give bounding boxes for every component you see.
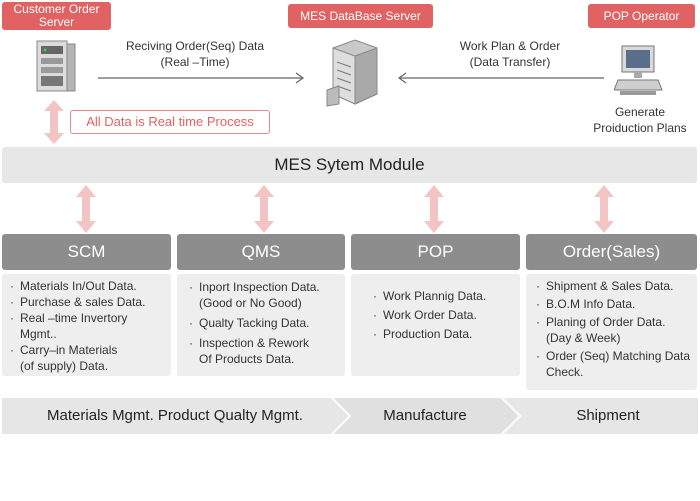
database-server-icon bbox=[326, 39, 378, 107]
scm-panel: Materials In/Out Data. Purchase & sales … bbox=[2, 274, 171, 376]
double-arrow-icon bbox=[254, 185, 274, 233]
mes-system-module-bar: MES Sytem Module bbox=[2, 147, 697, 183]
list-item: Work Plannig Data. bbox=[371, 288, 520, 304]
pop-header: POP bbox=[351, 234, 520, 270]
realtime-note: All Data is Real time Process bbox=[70, 110, 270, 134]
pop-operator-tag: POP Operator bbox=[588, 4, 695, 28]
double-arrow-icon bbox=[424, 185, 444, 233]
list-item: Materials In/Out Data. bbox=[8, 278, 171, 294]
list-item: Inspection & Rework Of Products Data. bbox=[187, 335, 345, 367]
server-rack-icon bbox=[36, 40, 76, 92]
process-flow-bar bbox=[2, 398, 698, 434]
list-item: Shipment & Sales Data. bbox=[534, 278, 697, 294]
double-arrow-icon bbox=[594, 185, 614, 233]
double-arrow-icon bbox=[76, 185, 96, 233]
list-item: B.O.M Info Data. bbox=[534, 296, 697, 312]
list-item: Carry–in Materials (of supply) Data. bbox=[8, 342, 171, 374]
receiving-order-caption: Reciving Order(Seq) Data (Real –Time) bbox=[125, 39, 265, 69]
list-item: Purchase & sales Data. bbox=[8, 294, 171, 310]
generate-plans-caption: Generate Proiduction Plans bbox=[593, 105, 687, 135]
customer-order-server-tag: Customer Order Server bbox=[2, 2, 111, 30]
qms-header: QMS bbox=[177, 234, 345, 270]
stage-materials-quality: Materials Mgmt. Product Qualty Mgmt. bbox=[47, 407, 303, 424]
qms-panel: Inport Inspection Data. (Good or No Good… bbox=[177, 274, 345, 376]
list-item: Order (Seq) Matching Data Check. bbox=[534, 348, 697, 380]
list-item: Qualty Tacking Data. bbox=[187, 315, 345, 331]
arrow-left-icon bbox=[398, 72, 604, 84]
computer-terminal-icon bbox=[614, 45, 663, 95]
order-sales-panel: Shipment & Sales Data. B.O.M Info Data. … bbox=[526, 274, 697, 390]
work-plan-caption: Work Plan & Order (Data Transfer) bbox=[459, 39, 561, 69]
order-sales-header: Order(Sales) bbox=[526, 234, 697, 270]
double-arrow-icon bbox=[44, 100, 64, 144]
stage-shipment: Shipment bbox=[576, 407, 640, 424]
scm-header: SCM bbox=[2, 234, 171, 270]
list-item: Planing of Order Data. (Day & Week) bbox=[534, 314, 697, 346]
list-item: Work Order Data. bbox=[371, 307, 520, 323]
stage-manufacture: Manufacture bbox=[383, 407, 467, 424]
list-item: Production Data. bbox=[371, 326, 520, 342]
list-item: Inport Inspection Data. (Good or No Good… bbox=[187, 279, 345, 311]
pop-panel: Work Plannig Data. Work Order Data. Prod… bbox=[351, 274, 520, 376]
mes-database-server-tag: MES DataBase Server bbox=[288, 4, 433, 28]
list-item: Real –time Invertory Mgmt.. bbox=[8, 310, 171, 342]
arrow-right-icon bbox=[98, 72, 305, 84]
